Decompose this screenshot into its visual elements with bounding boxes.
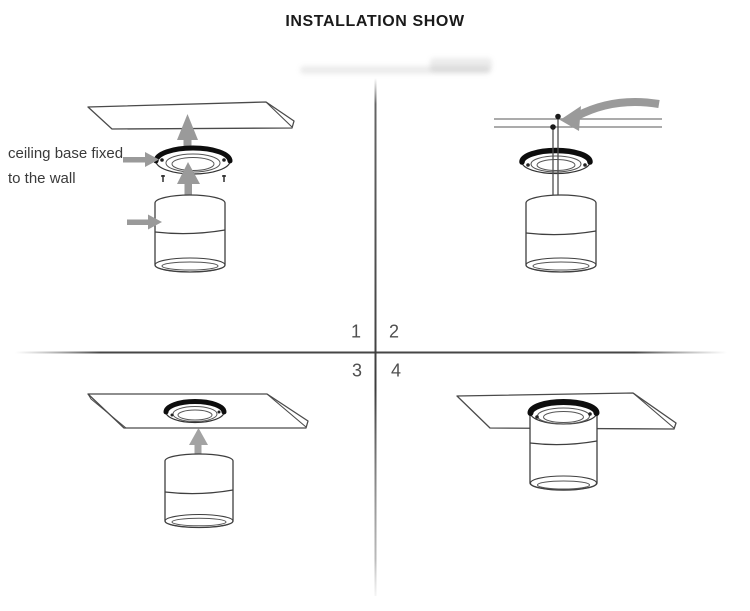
right-arrow-icon <box>127 214 162 230</box>
quadrant-number-2: 2 <box>388 321 400 342</box>
screw-hole <box>160 158 164 162</box>
curved-arrow-icon <box>560 97 660 131</box>
lamp-cylinder <box>525 194 597 273</box>
screw-hole <box>588 412 592 416</box>
screw-hole <box>535 415 539 419</box>
watermark-smudge <box>430 58 492 72</box>
ceiling-base-annotation: ceiling base fixed to the wall <box>8 141 128 191</box>
ceiling-panel <box>87 101 295 130</box>
panel-4-step <box>456 392 677 491</box>
screw-hole <box>583 163 587 167</box>
wire-lines <box>552 118 559 200</box>
quadrant-number-3: 3 <box>351 360 363 381</box>
lamp-cylinder <box>154 194 226 273</box>
screw-hole <box>222 158 226 162</box>
screw-hole <box>217 410 221 414</box>
page-title: INSTALLATION SHOW <box>285 13 465 30</box>
annotation-line-2: to the wall <box>8 170 76 187</box>
panel-3-step <box>87 393 309 529</box>
quadrant-number-1: 1 <box>350 321 362 342</box>
up-arrow-icon <box>189 428 208 458</box>
lamp-cylinder <box>164 453 234 529</box>
right-arrow-icon <box>123 152 159 167</box>
ceiling-base-ring <box>527 399 600 425</box>
watermark-smudge <box>300 66 490 74</box>
panel-2-step <box>494 97 662 273</box>
panel-1-step <box>87 101 295 273</box>
quadrant-dividers <box>15 78 727 596</box>
quadrant-number-4: 4 <box>390 360 402 381</box>
wire-joint-dot <box>555 113 561 120</box>
ceiling-base-ring <box>153 145 233 175</box>
screw-icon <box>161 175 226 182</box>
up-arrow-icon <box>177 162 200 197</box>
annotation-line-1: ceiling base fixed <box>8 145 124 162</box>
ceiling-base-ring <box>163 399 227 424</box>
screw-hole <box>526 163 530 167</box>
ceiling-base-ring <box>519 147 593 175</box>
wire-joint-dot <box>550 124 556 130</box>
screw-hole <box>170 413 174 417</box>
